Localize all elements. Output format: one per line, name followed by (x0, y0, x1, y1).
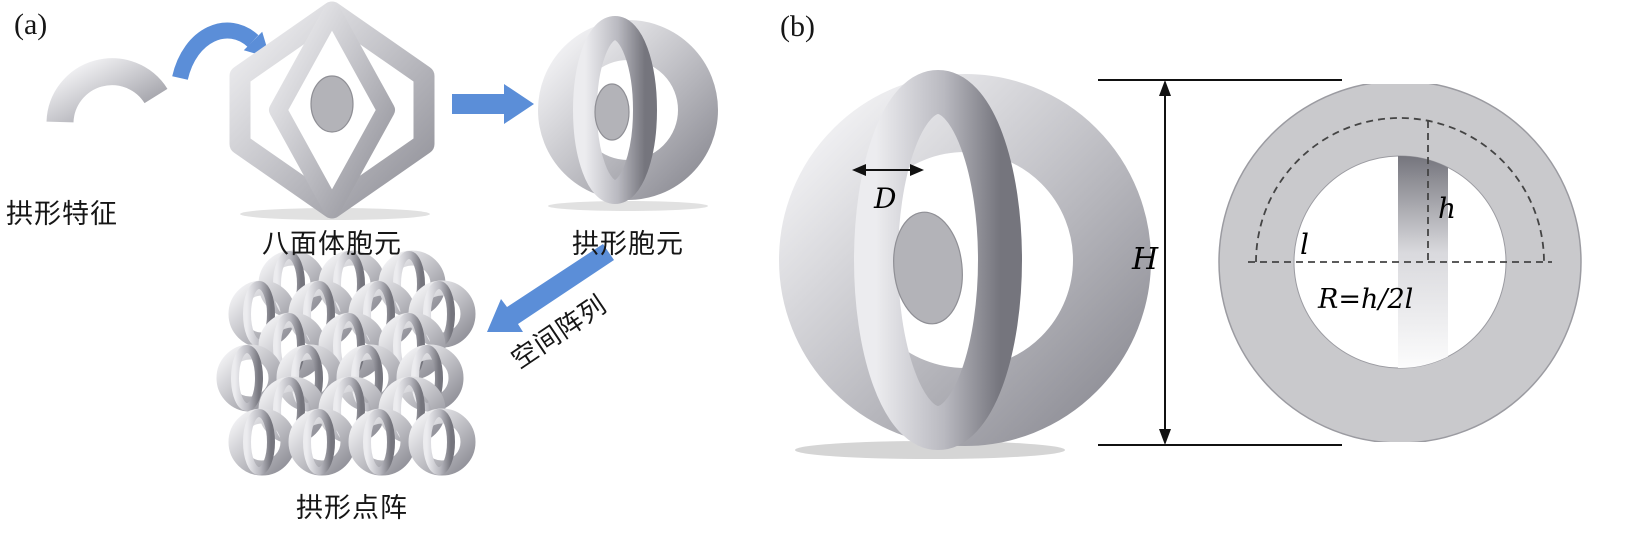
arch-cell-shape (538, 16, 718, 211)
right-arrow-icon (452, 84, 534, 124)
arch-lattice-label: 拱形点阵 (296, 493, 408, 523)
dim-h-arrow (1098, 79, 1342, 446)
dim-h-label: H (1132, 242, 1159, 277)
cross-section-shape (1218, 84, 1582, 442)
arch-lattice-shape (224, 255, 468, 471)
octahedron-cell-label: 八面体胞元 (262, 229, 402, 259)
octahedron-cell-shape (229, 1, 435, 220)
panel-a-label: (a) (14, 8, 48, 41)
torus-shape (779, 70, 1151, 459)
radius-formula-label: R=h/2l (1318, 284, 1414, 315)
diagonal-arrow-icon (487, 244, 614, 332)
arch-cell-label: 拱形胞元 (572, 229, 684, 259)
arch-feature-label: 拱形特征 (6, 199, 118, 229)
dim-d-label: D (874, 182, 897, 215)
panel-b-label: (b) (780, 10, 815, 43)
dim-h-small-label: h (1438, 192, 1457, 225)
dim-l-label: l (1300, 228, 1309, 261)
dim-d-arrow (852, 164, 924, 176)
arch-feature-shape (46, 58, 168, 124)
